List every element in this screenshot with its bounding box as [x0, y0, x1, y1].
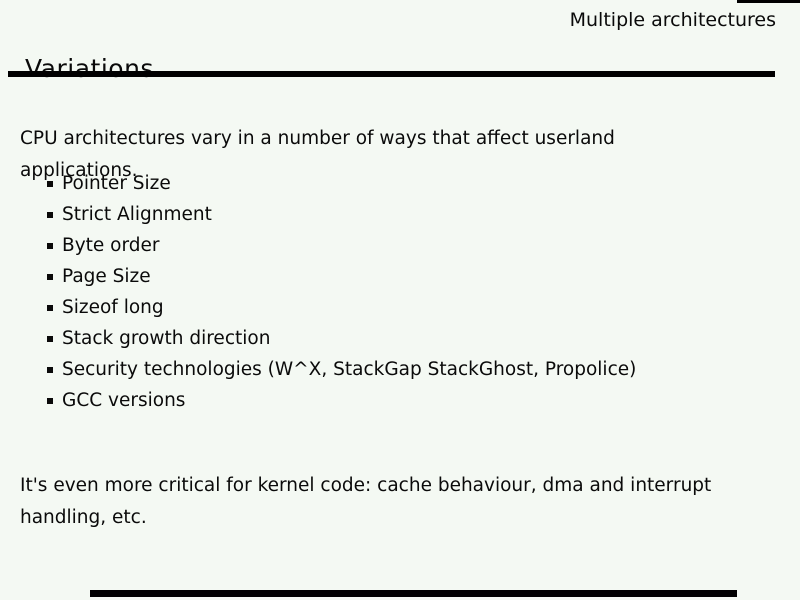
bullet-list: Pointer Size Strict Alignment Byte order…	[47, 168, 636, 416]
list-item-label: Byte order	[62, 235, 160, 256]
list-item-label: GCC versions	[62, 390, 186, 411]
page-title: Variations	[25, 53, 154, 83]
square-bullet-icon	[47, 366, 53, 373]
list-item-label: Stack growth direction	[62, 328, 271, 349]
list-item: Pointer Size	[47, 168, 636, 199]
list-item: GCC versions	[47, 385, 636, 416]
bottom-progress-bar	[90, 590, 737, 597]
square-bullet-icon	[47, 397, 53, 404]
square-bullet-icon	[47, 335, 53, 342]
square-bullet-icon	[47, 273, 53, 280]
title-rule	[8, 71, 775, 77]
list-item: Byte order	[47, 230, 636, 261]
list-item-label: Page Size	[62, 266, 151, 287]
square-bullet-icon	[47, 242, 53, 249]
list-item-label: Pointer Size	[62, 173, 171, 194]
list-item: Page Size	[47, 261, 636, 292]
list-item: Sizeof long	[47, 292, 636, 323]
square-bullet-icon	[47, 304, 53, 311]
list-item: Strict Alignment	[47, 199, 636, 230]
square-bullet-icon	[47, 211, 53, 218]
list-item-label: Sizeof long	[62, 297, 164, 318]
list-item-label: Strict Alignment	[62, 204, 212, 225]
square-bullet-icon	[47, 180, 53, 187]
list-item-label: Security technologies (W^X, StackGap Sta…	[62, 359, 637, 380]
intro-paragraph: CPU architectures vary in a number of wa…	[20, 127, 615, 181]
kernel-note-paragraph: It's even more critical for kernel code:…	[20, 474, 712, 528]
list-item: Security technologies (W^X, StackGap Sta…	[47, 354, 636, 385]
top-right-progress-bar	[737, 0, 800, 3]
list-item: Stack growth direction	[47, 323, 636, 354]
context-label: Multiple architectures	[569, 9, 776, 31]
